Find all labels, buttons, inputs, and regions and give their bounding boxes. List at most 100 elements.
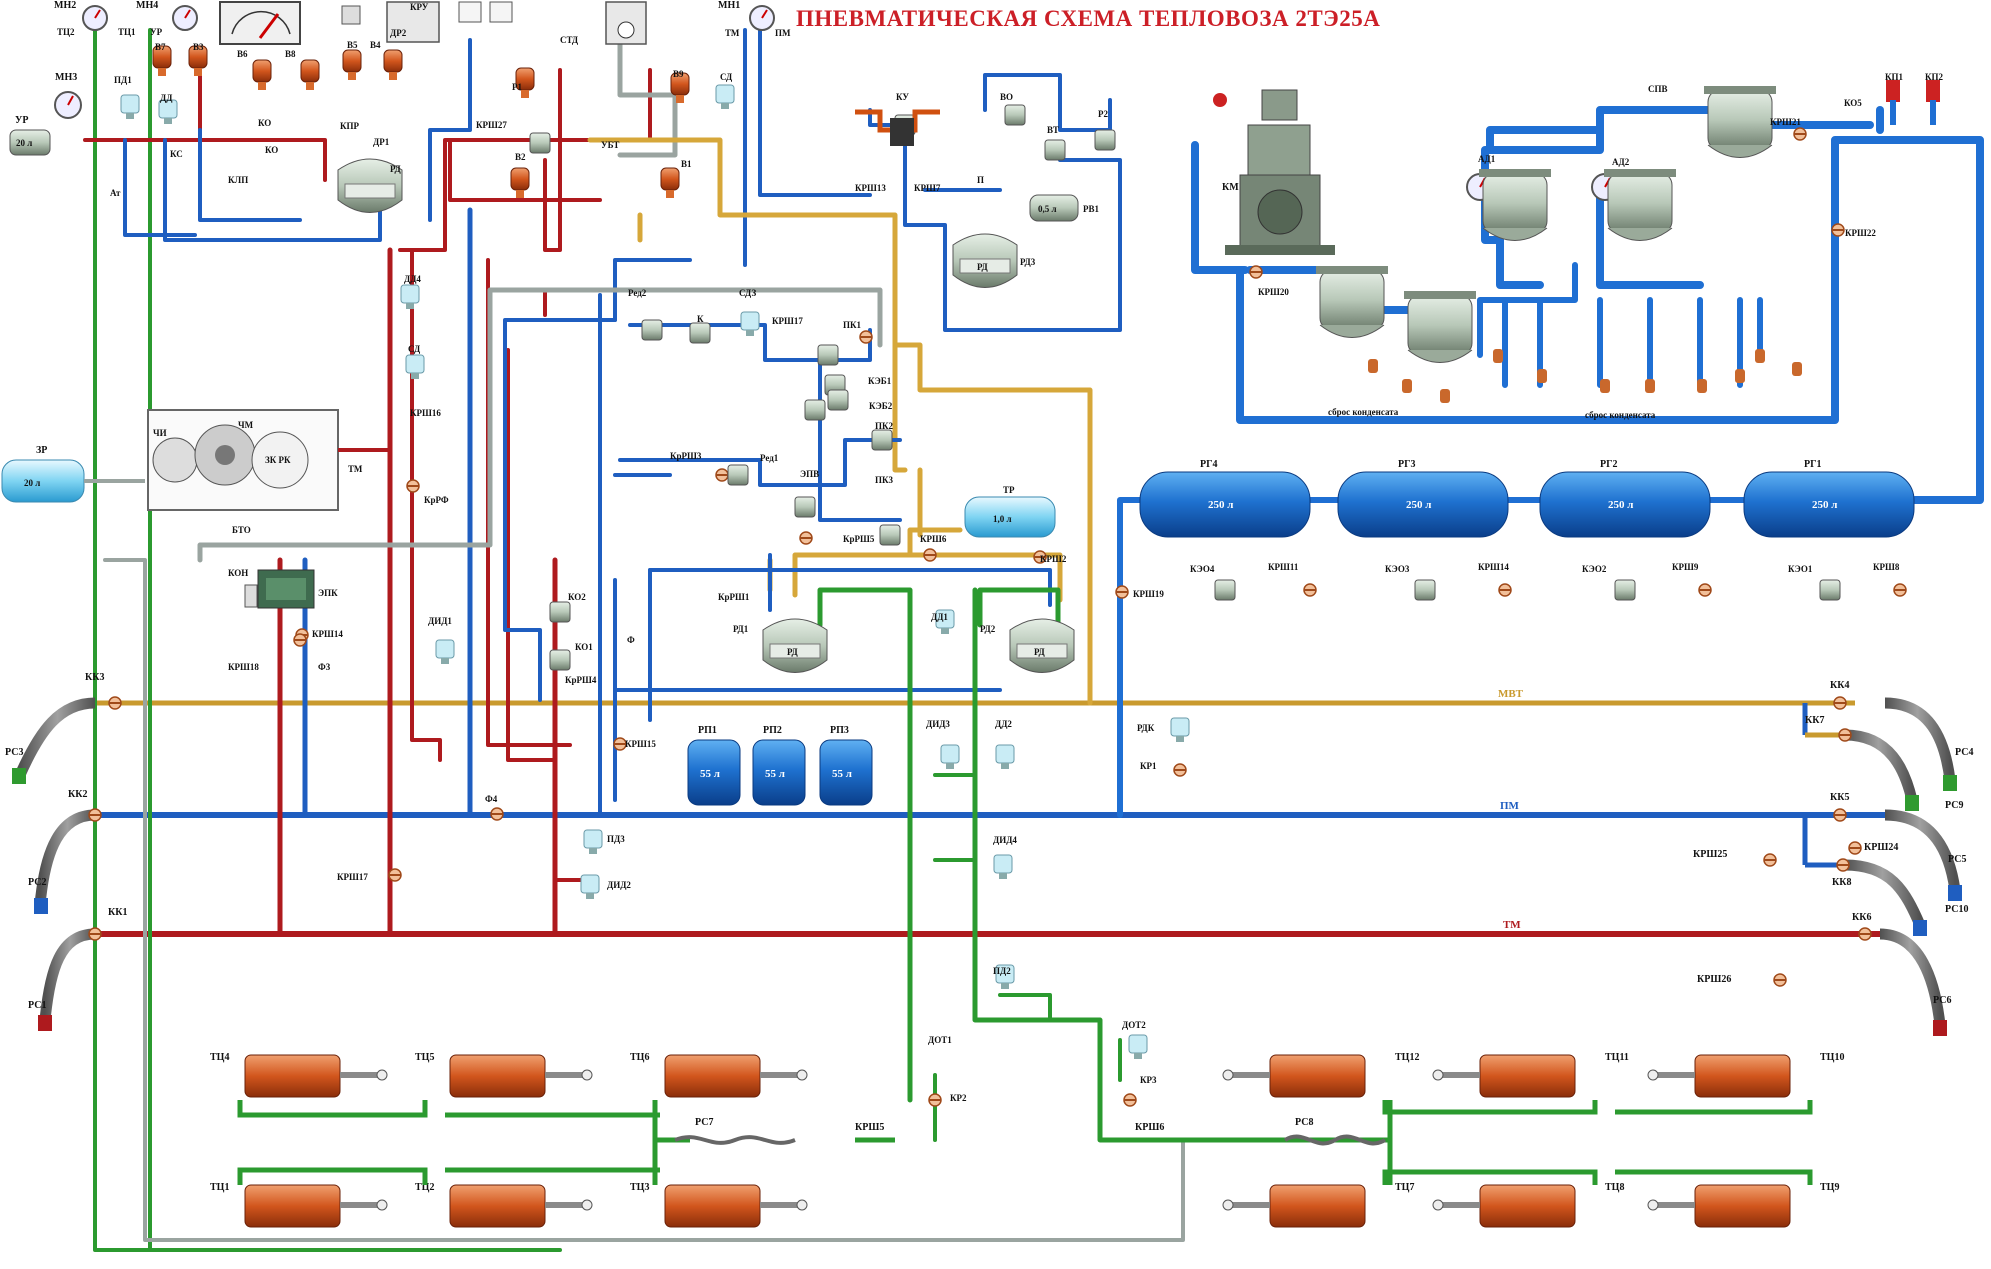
label-spv: СПВ — [1648, 84, 1668, 94]
label-dd1: ДД1 — [931, 612, 948, 622]
pressure-sensor-2 — [715, 84, 735, 109]
sensor-stem — [1001, 763, 1009, 769]
valve-body — [689, 322, 711, 344]
label-p: П — [977, 175, 984, 185]
stop-cock-25 — [1303, 583, 1317, 597]
pressure-sensor-3 — [400, 284, 420, 309]
cylinder-eye — [1647, 1199, 1659, 1211]
brake-cylinder-ТЦ3: ТЦ3 — [630, 1182, 808, 1228]
label-krsh21: КРШ21 — [1770, 117, 1801, 127]
drain-valve-4 — [1537, 369, 1547, 383]
sensor-stem — [1134, 1053, 1142, 1059]
relay-label: РД — [1034, 647, 1046, 657]
valve-body — [879, 524, 901, 546]
sensor-body — [583, 829, 603, 849]
sensor-stem — [1001, 983, 1009, 989]
pressure-sensor-4 — [405, 354, 425, 379]
reservoir-label: РГ2 — [1600, 459, 1617, 470]
cylinder-label: ТЦ11 — [1605, 1052, 1629, 1063]
label-pk1: ПК1 — [843, 320, 862, 330]
sensor-stem — [941, 628, 949, 634]
drain-valve-2 — [1440, 389, 1450, 403]
valve-stem — [516, 190, 524, 198]
tank-cap — [1479, 169, 1551, 177]
cylinder-rod — [760, 1072, 800, 1078]
pressure-sensor-9 — [995, 744, 1015, 769]
valve-body — [804, 399, 826, 421]
label-pd1: ПД1 — [114, 75, 132, 85]
label-ku: КУ — [896, 92, 909, 102]
label-chi: ЧИ — [153, 428, 167, 438]
label-krsh13: КРШ13 — [855, 183, 886, 193]
label-krsh17: КРШ17 — [772, 316, 803, 326]
reservoir-volume: 55 л — [765, 768, 785, 780]
top-valves — [152, 45, 690, 198]
label-rd3: РД3 — [1020, 257, 1036, 267]
sensor-stem — [589, 848, 597, 854]
label-ko2: КО2 — [568, 592, 586, 602]
label-rd-top: РД — [390, 164, 402, 174]
valve-2 — [252, 59, 272, 90]
rv1-volume: 0,5 л — [1038, 204, 1057, 214]
valve-8 — [660, 167, 680, 198]
reservoir-label: РГ4 — [1200, 459, 1217, 470]
stop-cock-24 — [1831, 223, 1845, 237]
stop-cock-0 — [108, 696, 122, 710]
label-keo4: КЭО4 — [1190, 564, 1215, 574]
label-kks: КС — [170, 149, 183, 159]
valve-assembly-6 — [871, 429, 893, 451]
valve-assembly-5 — [827, 389, 849, 411]
label-kpr: КПР — [340, 121, 360, 131]
label-did1: ДИД1 — [428, 616, 452, 626]
valve-body — [641, 319, 663, 341]
cylinder-label: ТЦ1 — [210, 1182, 229, 1193]
valve-assembly-15 — [1094, 129, 1116, 151]
gauge-labels: МН2 МН4 МН1 МН3 — [54, 0, 740, 83]
label-tr: ТР — [1003, 485, 1015, 495]
cylinder-label: ТЦ3 — [630, 1182, 649, 1193]
label-sd3: СДЗ — [739, 288, 756, 298]
sensor-body — [435, 639, 455, 659]
coupler-rs1 — [38, 1015, 52, 1031]
label-tc1: ТЦ1 — [118, 27, 136, 37]
reservoir-zr: 20 л ЗР — [1, 445, 145, 503]
sensor-body — [940, 744, 960, 764]
stop-cock-20 — [388, 868, 402, 882]
valve-body — [342, 49, 362, 73]
label-ko-top: КО — [258, 118, 271, 128]
label-krsh16: КРШ16 — [410, 408, 441, 418]
label-krsh14: КРШ14 — [1478, 562, 1509, 572]
drain-valve-3 — [1493, 349, 1503, 363]
coupler-rs3 — [12, 768, 26, 784]
drain-valve-6 — [1645, 379, 1655, 393]
cylinder-body — [244, 1184, 341, 1228]
valve-assembly-9 — [794, 496, 816, 518]
label-kk1: КК1 — [108, 907, 128, 918]
reservoir-body — [1337, 471, 1509, 538]
pressure-sensor-7 — [935, 609, 955, 634]
label-tc2: ТЦ2 — [57, 27, 75, 37]
cylinder-rod — [340, 1202, 380, 1208]
label-dr1: ДР1 — [373, 137, 390, 147]
valve-body — [529, 132, 551, 154]
label-kk2: КК2 — [68, 789, 88, 800]
middle-hoses — [674, 1134, 1387, 1146]
cylinder-rod — [1655, 1072, 1695, 1078]
stop-cock-9 — [1763, 853, 1777, 867]
stop-cock-3 — [1833, 696, 1847, 710]
cylinder-label: ТЦ4 — [210, 1052, 229, 1063]
reservoir-label: РГ1 — [1804, 459, 1821, 470]
label-tm-rk: ТМ — [348, 464, 363, 474]
tm-label: ТМ — [1503, 919, 1521, 931]
stop-cock-22 — [1249, 265, 1263, 279]
valve-assembly-3 — [817, 344, 839, 366]
sensor-stem — [164, 118, 172, 124]
valve-body — [794, 496, 816, 518]
label-f4: Ф4 — [485, 794, 498, 804]
hose-rs4 — [1884, 697, 1956, 781]
